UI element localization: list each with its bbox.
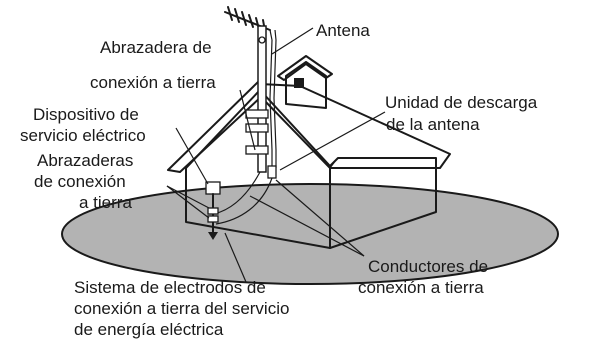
dormer-roof [277, 55, 333, 81]
house-right-wall [329, 157, 437, 249]
label-service-device-line2: servicio eléctrico [20, 126, 146, 145]
discharge-unit [267, 165, 277, 179]
label-ground-clamps-line2: de conexión [34, 172, 126, 191]
label-electrode-line3: de energía eléctrica [74, 320, 224, 339]
leader-lines [166, 27, 386, 283]
antenna-mast [257, 25, 267, 173]
label-service-device-line1: Dispositivo de [33, 105, 139, 124]
label-conductors-line2: conexión a tierra [358, 278, 484, 297]
label-ground-clamps-line1: Abrazaderas [37, 151, 133, 170]
label-discharge-unit-line1: Unidad de descarga [385, 93, 538, 112]
label-antenna: Antena [316, 21, 370, 40]
label-ground-clamps-line3: a tierra [79, 193, 132, 212]
antenna-lead-in-wire [269, 29, 273, 168]
label-electrode-line2: conexión a tierra del servicio [74, 299, 289, 318]
label-clamp-line2: conexión a tierra [90, 73, 216, 92]
dormer-window [294, 78, 304, 88]
grounding-electrode [208, 232, 218, 240]
label-electrode-line1: Sistema de electrodos de [74, 278, 266, 297]
label-clamp-line1: Abrazadera de [100, 38, 212, 57]
label-discharge-unit-line2: de la antena [386, 115, 480, 134]
label-conductors-line1: Conductores de [368, 257, 488, 276]
dormer-wall [285, 61, 327, 109]
